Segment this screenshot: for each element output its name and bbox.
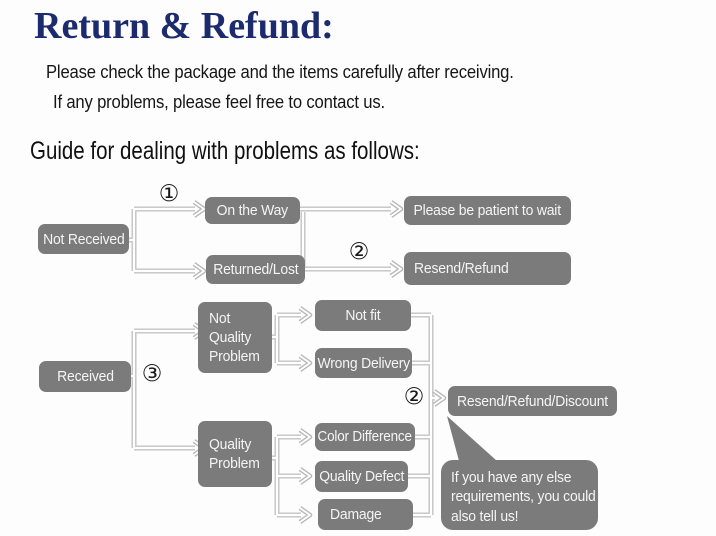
node-not-received: Not Received [38, 224, 129, 254]
node-not-fit: Not fit [315, 300, 411, 331]
guide-heading: Guide for dealing with problems as follo… [30, 137, 420, 165]
step-marker-3: ③ [141, 361, 163, 387]
node-on-the-way: On the Way [205, 197, 300, 224]
node-please-be-patient: Please be patient to wait [404, 196, 571, 225]
node-wrong-delivery: Wrong Delivery [315, 348, 412, 378]
node-not-quality-problem: Not Quality Problem [198, 302, 272, 373]
step-marker-2: ② [348, 239, 370, 265]
node-quality-defect: Quality Defect [315, 461, 408, 492]
intro-line-1: Please check the package and the items c… [46, 61, 514, 82]
node-color-difference: Color Difference [315, 423, 415, 451]
node-damage: Damage [318, 499, 413, 530]
step-marker-2b: ② [403, 384, 425, 410]
note-bubble: If you have any else requirements, you c… [441, 460, 598, 530]
node-resend-refund-discount: Resend/Refund/Discount [448, 386, 617, 416]
node-resend-refund: Resend/Refund [404, 252, 571, 285]
page-title: Return & Refund: [34, 5, 334, 47]
node-quality-problem: Quality Problem [198, 421, 272, 487]
step-marker-1: ① [158, 181, 180, 207]
node-returned-lost: Returned/Lost [206, 255, 305, 284]
node-received: Received [39, 361, 131, 392]
intro-line-2: If any problems, please feel free to con… [53, 91, 385, 112]
bubble-tail [447, 416, 497, 461]
